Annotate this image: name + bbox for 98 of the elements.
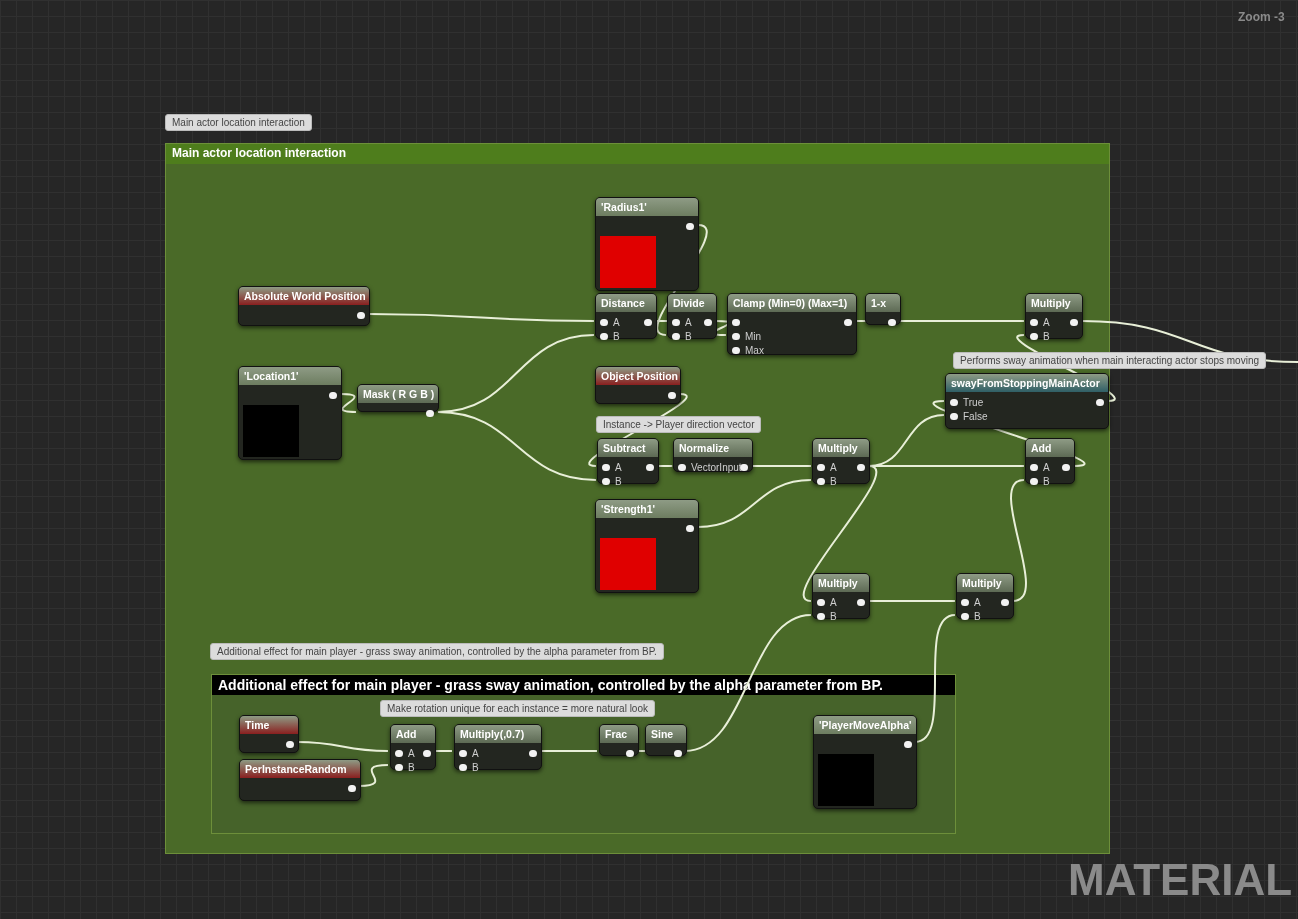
graph-node: [645, 724, 687, 756]
connector-wire: [751, 465, 812, 467]
connector-wire: [368, 313, 595, 322]
node-title: Normalize: [679, 442, 730, 454]
node-title: Divide: [673, 297, 705, 309]
pin-label: Max: [745, 345, 764, 356]
connector-wire: [1081, 320, 1298, 363]
node-title: PerInstanceRandom: [245, 763, 347, 775]
pin-label: False: [963, 411, 988, 422]
graph-node: [865, 293, 901, 325]
connector-wire: [340, 393, 357, 413]
zoom-level-label: Zoom -3: [1238, 10, 1285, 24]
connector-wire: [868, 600, 956, 602]
graph-node: [812, 573, 870, 619]
connector-wire: [296, 741, 389, 752]
graph-node: [812, 438, 870, 484]
graph-node: [1025, 293, 1083, 339]
graph-node: [956, 573, 1014, 619]
pin-label: True: [963, 397, 984, 408]
graph-node: [595, 197, 699, 291]
node-title: Subtract: [603, 442, 646, 454]
node-title: Time: [245, 719, 270, 731]
node-title: 'Location1': [244, 370, 299, 382]
node-title: 'PlayerMoveAlpha': [819, 719, 912, 731]
pin-label: A: [830, 597, 837, 608]
node-title: 'Radius1': [601, 201, 647, 213]
comment-bubble: Instance -> Player direction vector: [596, 416, 762, 433]
pin-label: A: [974, 597, 981, 608]
graph-node: [238, 286, 370, 326]
connector-wire: [899, 320, 1025, 322]
connector-wire: [697, 479, 812, 528]
graph-type-label: MATERIAL: [1068, 855, 1293, 905]
graph-node: [813, 715, 917, 809]
comment-bubble: Main actor location interaction: [165, 114, 312, 131]
pin-label: B: [830, 476, 837, 487]
node-title: Add: [1031, 442, 1052, 454]
node-title: Add: [396, 728, 417, 740]
graph-node: [238, 366, 342, 460]
node-title: Multiply: [962, 577, 1002, 589]
connector-wire: [914, 614, 956, 743]
connector-wire: [433, 750, 453, 752]
pin-label: A: [613, 317, 620, 328]
node-title: Mask ( R G B ): [363, 388, 435, 400]
pin-label: A: [472, 748, 479, 759]
graph-node: [1025, 438, 1075, 484]
pin-label: B: [408, 762, 415, 773]
graph-node: [599, 724, 639, 756]
node-title: Clamp (Min=0) (Max=1): [733, 297, 848, 309]
node-title: Multiply: [818, 577, 858, 589]
graph-node: [595, 499, 699, 593]
graph-node: [239, 715, 299, 753]
node-title: Absolute World Position: [244, 290, 366, 302]
pin-label: B: [613, 331, 620, 342]
node-title: Multiply: [818, 442, 858, 454]
pin-label: B: [974, 611, 981, 622]
pin-label: A: [685, 317, 692, 328]
comment-bubble: Make rotation unique for each instance = more natural look: [380, 700, 655, 717]
graph-node: [945, 373, 1109, 429]
pin-label: A: [1043, 317, 1050, 328]
pin-label: A: [408, 748, 415, 759]
node-title: Multiply(,0.7): [460, 728, 525, 740]
pin-label: B: [615, 476, 622, 487]
graph-node: [390, 724, 436, 770]
node-title: Frac: [605, 728, 628, 740]
graph-node: [667, 293, 717, 339]
pin-label: Min: [745, 331, 762, 342]
node-title: 1-x: [871, 297, 887, 309]
graph-node: [454, 724, 542, 770]
connector-wire: [358, 764, 389, 787]
connector-wire: [684, 614, 812, 752]
node-title: Object Position: [601, 370, 678, 382]
graph-node: [595, 366, 681, 404]
graph-node: [727, 293, 857, 355]
node-title: 'Strength1': [601, 503, 655, 515]
pin-label: A: [1043, 462, 1050, 473]
pin-label: B: [472, 762, 479, 773]
connector-wire: [803, 465, 877, 602]
pin-label: B: [830, 611, 837, 622]
connector-wire: [657, 465, 673, 467]
connector-wire: [437, 411, 597, 481]
group-heading: Main actor location interaction: [166, 144, 1109, 164]
graph-node: [597, 438, 659, 484]
pin-label: A: [615, 462, 622, 473]
node-title: Multiply: [1031, 297, 1071, 309]
connector-wire: [539, 750, 598, 752]
comment-group: [211, 674, 956, 834]
pin-label: B: [685, 331, 692, 342]
pin-label: B: [1043, 476, 1050, 487]
node-title: Sine: [651, 728, 674, 740]
comment-bubble: Performs sway animation when main interacting actor stops moving: [953, 352, 1267, 369]
pin-label: A: [830, 462, 837, 473]
graph-node: [239, 759, 361, 801]
node-title: Distance: [601, 297, 645, 309]
connector-wire: [1010, 479, 1027, 602]
graph-node: [595, 293, 657, 339]
node-title: swayFromStoppingMainActor: [951, 377, 1100, 389]
pin-label: B: [1043, 331, 1050, 342]
comment-bubble: Additional effect for main player - grass sway animation, controlled by the alpha parameter from BP.: [210, 643, 664, 660]
